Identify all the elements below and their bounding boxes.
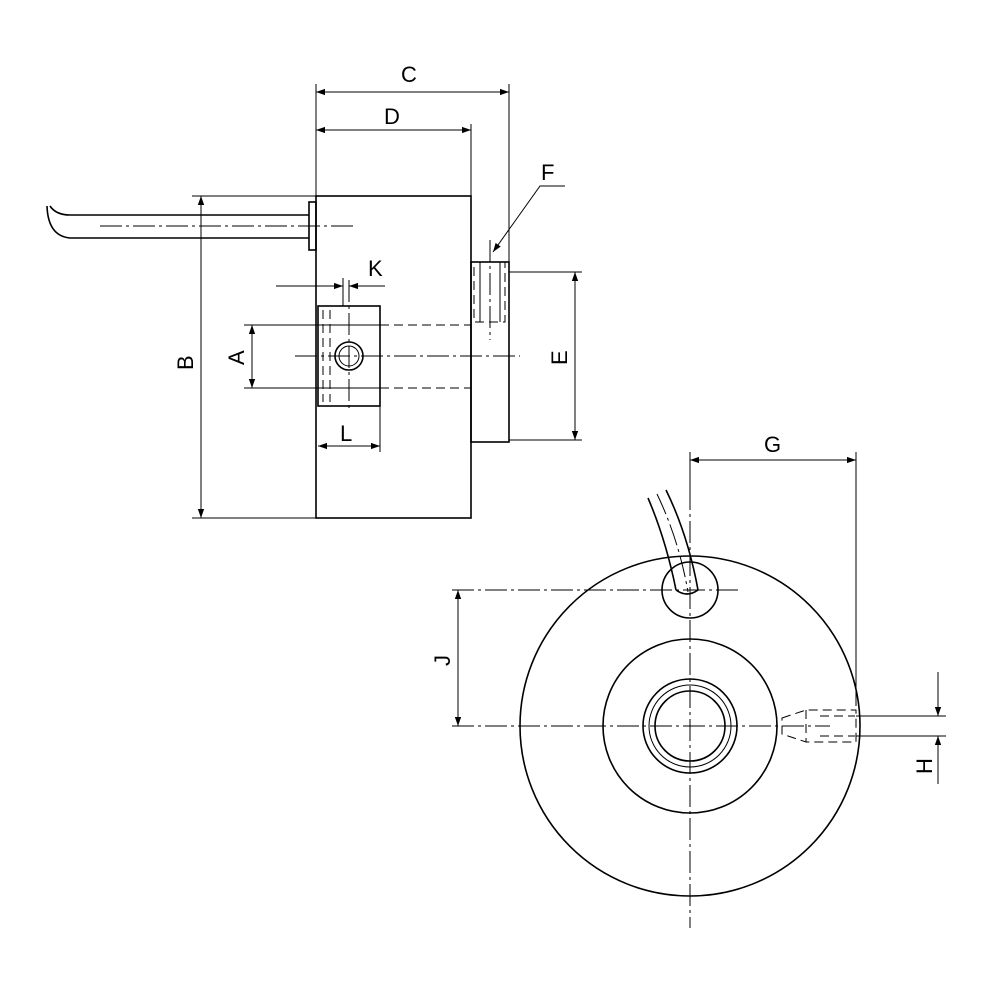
threaded-hole-f — [473, 240, 506, 340]
dimension-l: L — [318, 406, 381, 452]
label-d: D — [384, 104, 400, 129]
dimension-e: E — [509, 271, 582, 441]
dimension-a: A — [224, 324, 380, 389]
label-g: G — [764, 432, 781, 457]
dimension-h: H — [912, 672, 942, 784]
label-k: K — [368, 256, 383, 281]
dimension-c: C — [315, 62, 510, 262]
label-c: C — [401, 62, 417, 87]
label-a: A — [224, 350, 249, 365]
label-e: E — [547, 350, 572, 365]
cable — [46, 205, 355, 239]
dimension-f: F — [492, 160, 565, 253]
dimension-d: D — [316, 104, 472, 196]
side-threaded-port — [781, 709, 946, 743]
front-view: G J H — [430, 432, 946, 928]
dimension-k: K — [276, 256, 385, 306]
label-f: F — [541, 160, 554, 185]
side-view: C D F B A E — [46, 62, 582, 519]
dimension-b: B — [173, 195, 316, 519]
dimension-j: J — [430, 590, 462, 726]
side-port — [295, 280, 520, 412]
dimension-g: G — [689, 432, 857, 706]
label-l: L — [340, 421, 352, 446]
label-j: J — [430, 655, 455, 666]
label-b: B — [173, 355, 198, 370]
label-h: H — [912, 758, 937, 774]
front-cable — [647, 489, 699, 595]
